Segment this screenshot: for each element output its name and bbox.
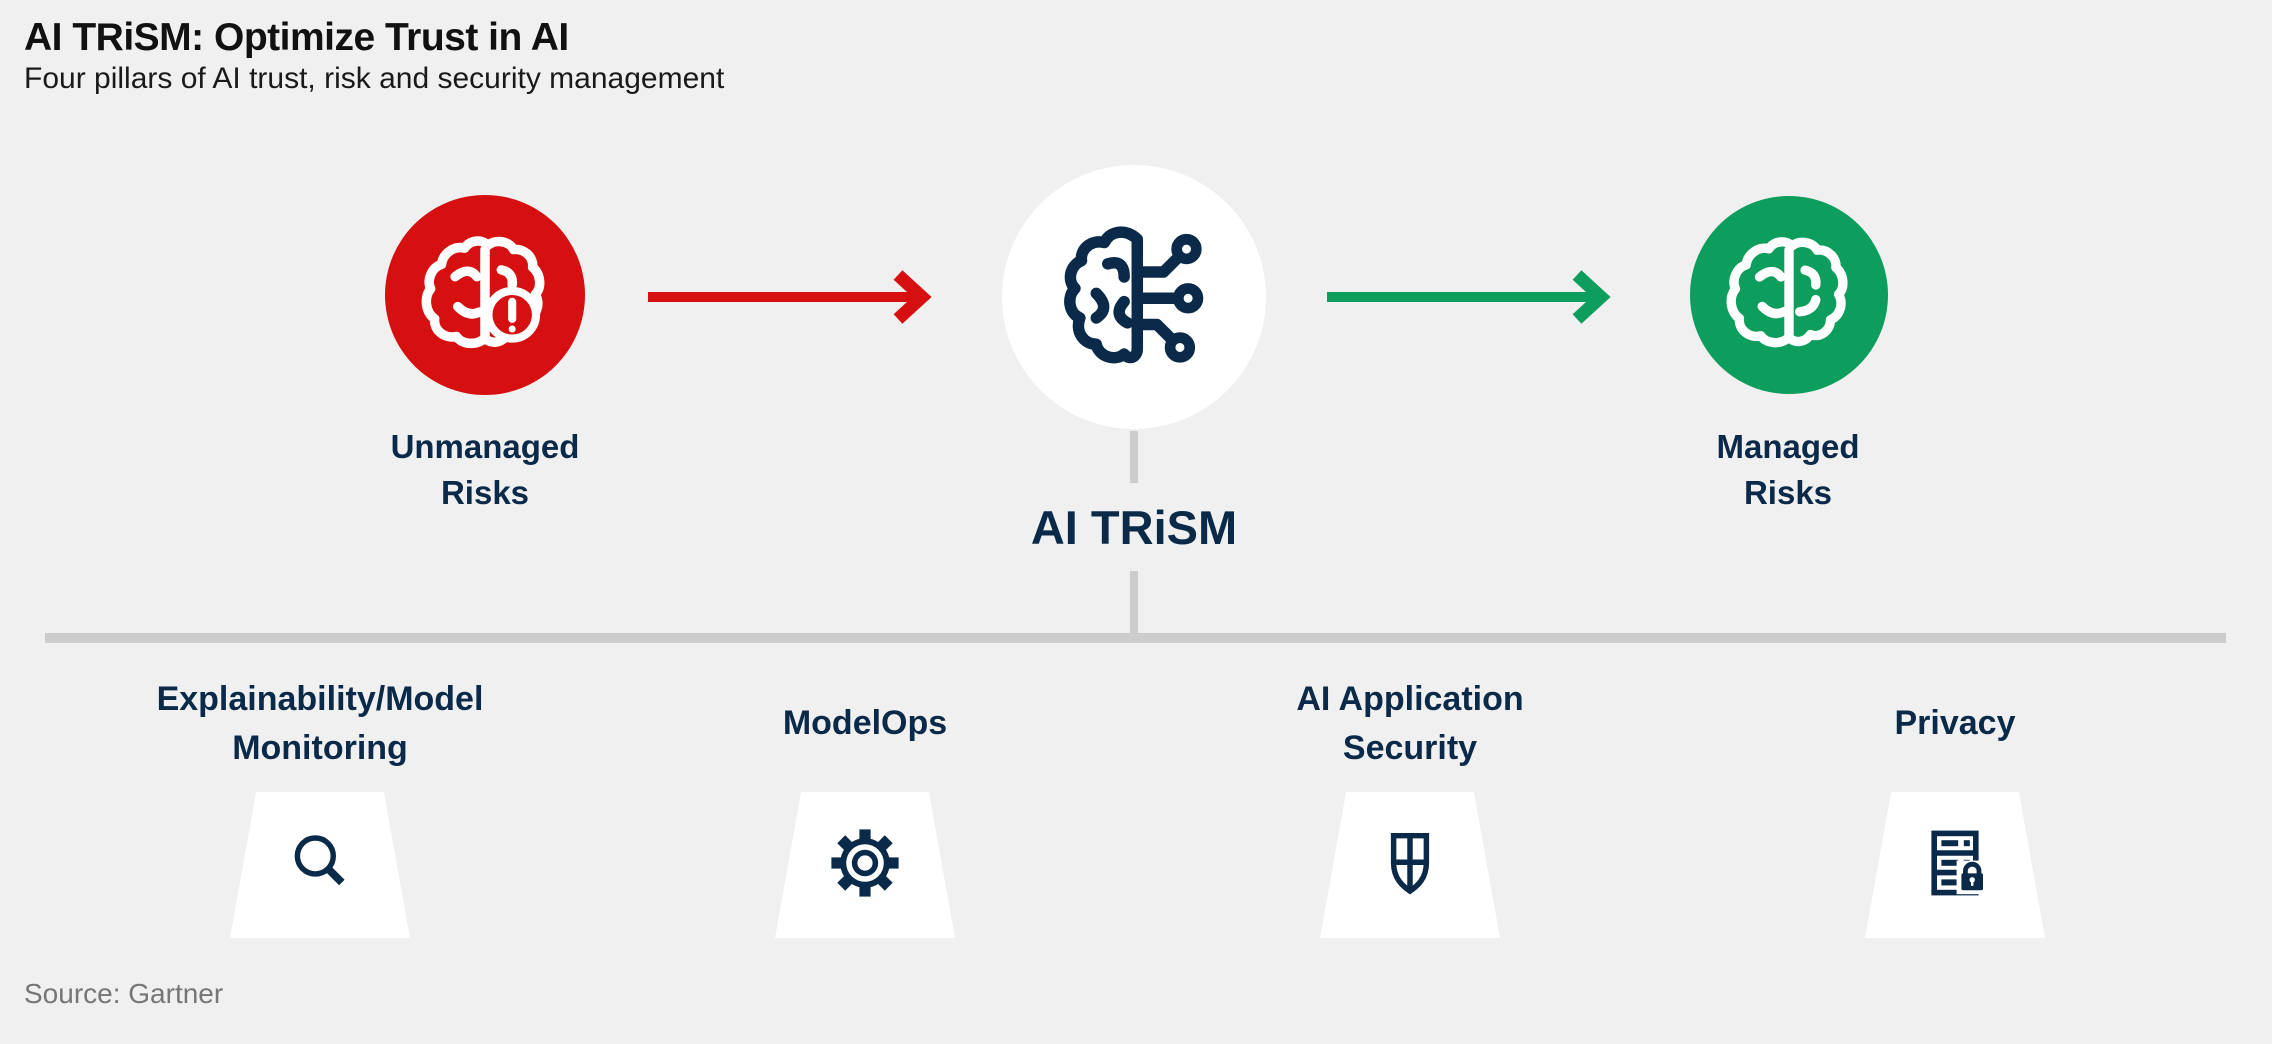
unmanaged-risks-label-line2: Risks	[440, 474, 530, 512]
pillar-label-line: Privacy	[1894, 704, 2016, 743]
connector-label-to-bar	[1130, 571, 1138, 634]
pillar-label-modelops: ModelOps	[635, 668, 1095, 780]
pillar-label-line: Security	[1342, 729, 1478, 767]
pillars-connector-bar	[45, 633, 2226, 643]
pillar-label-line: Monitoring	[232, 729, 408, 767]
magnifier-icon	[281, 824, 359, 907]
managed-risks-label-line1: Managed	[1716, 428, 1860, 465]
unmanaged-risks-label-line1: Unmanaged	[390, 428, 580, 465]
pedestal-ai-app-security	[1320, 792, 1500, 938]
page-title: AI TRiSM: Optimize Trust in AI	[24, 16, 569, 59]
secure-data-lock-icon	[1915, 823, 1995, 908]
pillar-label-privacy: Privacy	[1725, 668, 2185, 780]
pedestal-modelops	[775, 792, 955, 938]
pillar-label-explainability: Explainability/Model Monitoring	[90, 668, 550, 780]
managed-risks-label-line2: Risks	[1743, 474, 1833, 512]
brain-icon	[1722, 226, 1856, 365]
pillar-label-ai-app-security: AI Application Security	[1180, 668, 1640, 780]
red-arrow-icon	[648, 270, 932, 324]
source-attribution: Source: Gartner	[24, 978, 224, 1009]
pillar-label-line: AI Application	[1296, 679, 1524, 718]
ai-trism-circle	[1002, 165, 1266, 429]
brain-warning-icon	[417, 225, 553, 366]
managed-risks-label: Managed Risks	[1663, 424, 1913, 516]
ai-brain-circuit-icon	[1052, 213, 1216, 382]
green-arrow-icon	[1327, 270, 1611, 324]
unmanaged-risks-circle	[385, 195, 585, 395]
pillar-label-line: ModelOps	[782, 704, 948, 743]
shield-icon	[1371, 824, 1449, 907]
pedestal-privacy	[1865, 792, 2045, 938]
connector-circle-to-label	[1130, 431, 1138, 483]
page-subtitle: Four pillars of AI trust, risk and secur…	[24, 62, 725, 95]
gear-icon	[825, 823, 905, 908]
unmanaged-risks-label: Unmanaged Risks	[360, 424, 610, 516]
ai-trism-label: AI TRiSM	[1030, 501, 1238, 554]
managed-risks-circle	[1690, 196, 1888, 394]
pedestal-explainability	[230, 792, 410, 938]
pillar-label-line: Explainability/Model	[156, 679, 484, 718]
